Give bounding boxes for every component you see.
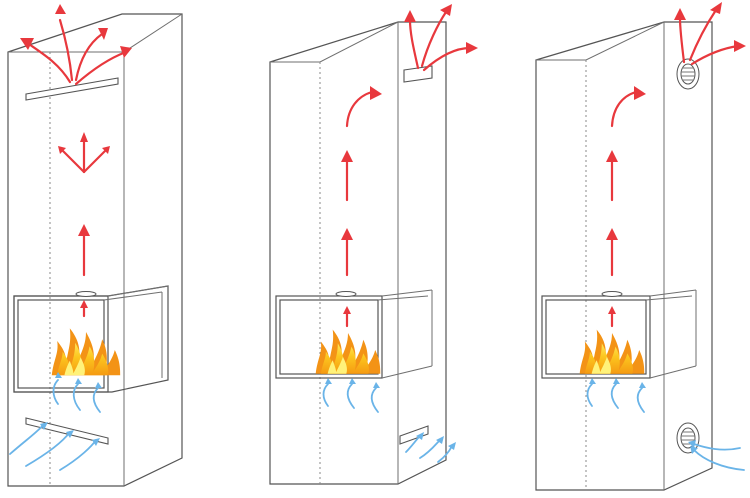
panel-left (7, 4, 183, 487)
flame-icon (51, 328, 121, 376)
chimney-breast-outline (7, 13, 183, 487)
firebox (275, 289, 433, 379)
chimney-breast-outline (535, 21, 713, 491)
firebox (13, 285, 169, 393)
top-round-grille (676, 58, 700, 90)
flame-icon (579, 329, 645, 374)
side-bottom-vent-slot (399, 425, 429, 445)
hot-air-arrows (606, 2, 746, 328)
hot-air-arrows (341, 4, 478, 328)
cold-air-arrows (9, 372, 102, 471)
cold-air-arrows (586, 378, 745, 471)
top-vent-slot (25, 77, 119, 101)
chimney-breast-outline (269, 21, 447, 485)
cold-air-arrows (322, 378, 456, 463)
flame-icon (315, 329, 381, 374)
firebox (541, 289, 697, 379)
hot-air-arrows (20, 4, 132, 318)
panel-right (535, 2, 746, 491)
panel-middle (269, 4, 478, 485)
